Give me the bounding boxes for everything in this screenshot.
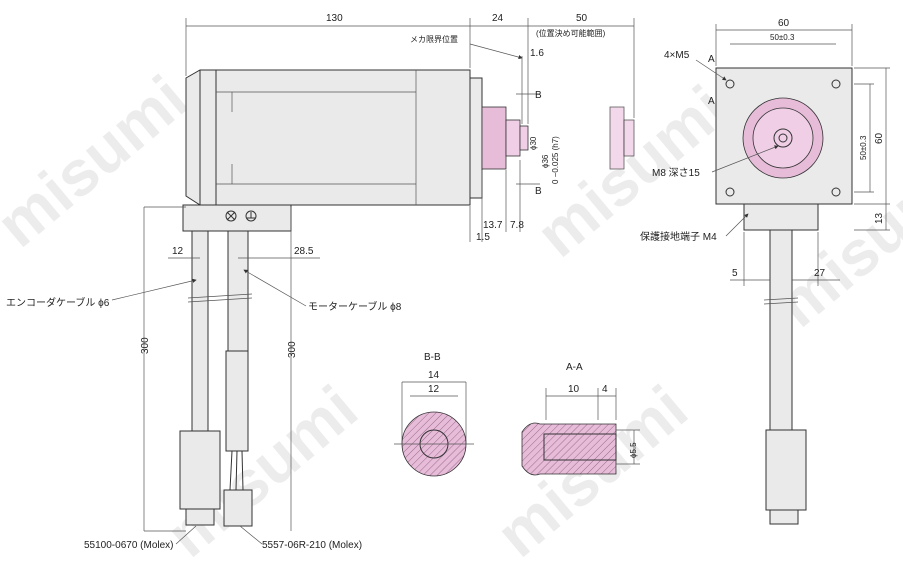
svg-text:130: 130	[326, 13, 343, 24]
svg-text:13: 13	[874, 212, 885, 224]
svg-text:A: A	[708, 96, 715, 107]
svg-text:メカ限界位置: メカ限界位置	[410, 34, 458, 44]
svg-text:ϕ30: ϕ30	[529, 136, 538, 150]
front-view-motor	[715, 67, 853, 525]
svg-text:モーターケーブル ϕ8: モーターケーブル ϕ8	[308, 300, 402, 313]
svg-text:10: 10	[568, 384, 580, 395]
section-b-b: B-B 14 12	[394, 352, 474, 477]
svg-text:50±0.3: 50±0.3	[859, 135, 868, 160]
svg-text:12: 12	[172, 246, 184, 257]
svg-text:7.8: 7.8	[510, 220, 524, 231]
svg-text:B: B	[535, 186, 542, 197]
svg-text:300: 300	[140, 337, 151, 354]
svg-text:M8 深さ15: M8 深さ15	[652, 167, 700, 179]
svg-text:ϕ5.5: ϕ5.5	[629, 442, 638, 458]
svg-text:5557-06R-210 (Molex): 5557-06R-210 (Molex)	[262, 540, 362, 551]
svg-text:misumi: misumi	[0, 62, 201, 261]
svg-text:1.5: 1.5	[476, 232, 490, 243]
svg-text:4×M5: 4×M5	[664, 50, 690, 61]
svg-text:0 −0.025 (h7): 0 −0.025 (h7)	[551, 136, 560, 184]
svg-text:(位置決め可能範囲): (位置決め可能範囲)	[536, 28, 606, 38]
svg-text:27: 27	[814, 268, 826, 279]
svg-text:50±0.3: 50±0.3	[770, 33, 795, 42]
front-view-dimensions: 60 50±0.3 4×M5 A A 50±0.3 60 M8 深さ15 保護接…	[640, 18, 890, 286]
svg-text:エンコーダケーブル ϕ6: エンコーダケーブル ϕ6	[6, 296, 110, 309]
svg-text:14: 14	[428, 370, 440, 381]
svg-text:B: B	[535, 90, 542, 101]
svg-text:4: 4	[602, 384, 608, 395]
side-view-motor	[179, 69, 635, 527]
svg-text:300: 300	[287, 341, 298, 358]
svg-text:24: 24	[492, 13, 504, 24]
svg-text:13.7: 13.7	[483, 220, 503, 231]
svg-text:60: 60	[778, 18, 790, 29]
side-view-dimensions: 130 24 50 (位置決め可能範囲) メカ限界位置 1.6 B B ϕ30 …	[6, 13, 635, 551]
svg-text:A: A	[708, 54, 715, 65]
svg-text:55100-0670 (Molex): 55100-0670 (Molex)	[84, 540, 174, 551]
svg-text:保護接地端子 M4: 保護接地端子 M4	[640, 230, 717, 243]
svg-text:1.6: 1.6	[530, 48, 544, 59]
svg-text:50: 50	[576, 13, 588, 24]
svg-text:28.5: 28.5	[294, 246, 314, 257]
svg-text:60: 60	[874, 132, 885, 144]
svg-text:ϕ36: ϕ36	[541, 154, 550, 168]
svg-text:A-A: A-A	[566, 362, 583, 373]
svg-text:5: 5	[732, 268, 738, 279]
svg-text:12: 12	[428, 384, 440, 395]
section-a-a: A-A 10 4 ϕ5.5	[521, 362, 640, 476]
svg-text:B-B: B-B	[424, 352, 441, 363]
